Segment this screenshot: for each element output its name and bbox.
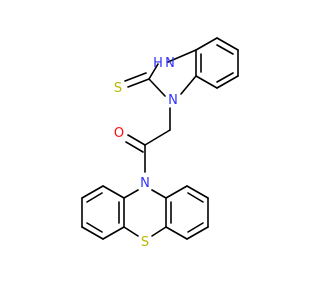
bond: [102, 226, 125, 240]
bond: [151, 189, 167, 199]
molecule-canvas: H N S N O N S: [81, 37, 239, 250]
bond: [195, 37, 218, 51]
bond: [86, 222, 103, 233]
bond: [186, 226, 209, 240]
nh-nitrogen-label: N: [165, 56, 175, 71]
bond: [187, 192, 204, 203]
structure-drawing: H N S N O N S: [81, 37, 239, 250]
bond: [81, 226, 104, 240]
bond: [124, 72, 147, 82]
nh-hydrogen-label: H: [153, 56, 163, 71]
bond: [195, 75, 218, 89]
bond: [151, 226, 167, 237]
bond: [216, 75, 239, 89]
bond: [148, 78, 166, 97]
bond: [81, 185, 104, 199]
bond: [144, 129, 171, 146]
bond: [180, 75, 197, 95]
bond: [216, 44, 234, 55]
bond: [187, 222, 204, 233]
benzimidazole-nitrogen-label: N: [168, 93, 178, 108]
bond: [165, 185, 188, 199]
bond: [86, 192, 103, 203]
carbonyl-oxygen-label: O: [114, 126, 124, 141]
bond: [216, 37, 239, 51]
bond: [102, 185, 125, 199]
thione-sulfur-label: S: [114, 81, 122, 96]
bond: [148, 63, 159, 80]
bond: [186, 185, 209, 199]
bond: [125, 141, 144, 153]
bond: [123, 226, 139, 237]
bond: [167, 49, 197, 63]
phenothiazine-nitrogen-label: N: [140, 176, 150, 191]
phenothiazine-sulfur-label: S: [141, 235, 149, 250]
bond: [123, 189, 139, 199]
bond: [127, 134, 146, 146]
bond: [127, 78, 150, 88]
bond: [165, 226, 188, 240]
bond: [216, 72, 234, 83]
